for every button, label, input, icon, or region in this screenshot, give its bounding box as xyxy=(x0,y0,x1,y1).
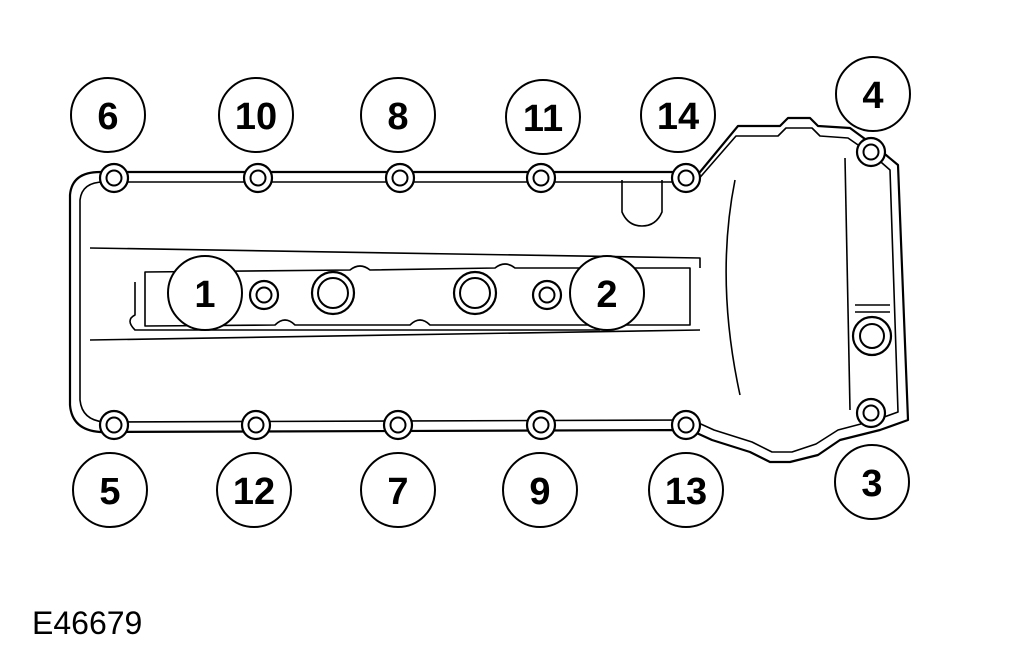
bolt-head xyxy=(538,286,556,304)
callout-1: 1 xyxy=(167,255,243,331)
callout-12: 12 xyxy=(216,452,292,528)
callout-label: 8 xyxy=(387,96,408,138)
callout-circle xyxy=(640,77,716,153)
bolt-head xyxy=(249,169,267,187)
callout-label: 4 xyxy=(862,75,883,117)
callout-circle xyxy=(569,255,645,331)
callout-circle xyxy=(216,452,292,528)
callout-11: 11 xyxy=(505,79,581,155)
cam-channel xyxy=(144,263,691,327)
bolt-head xyxy=(532,416,550,434)
spark-plug-hole-right-inner xyxy=(459,277,491,309)
bolt-head xyxy=(862,143,880,161)
callout-label: 12 xyxy=(233,471,275,513)
cam-channel-inner xyxy=(129,282,600,331)
bolt-group xyxy=(98,136,887,441)
end-housing-curve xyxy=(725,179,741,396)
callout-circle xyxy=(502,452,578,528)
callout-5: 5 xyxy=(72,452,148,528)
callout-circle xyxy=(167,255,243,331)
bolt-head xyxy=(532,169,550,187)
bolt-head xyxy=(862,404,880,422)
callout-circle xyxy=(70,77,146,153)
bolt-head xyxy=(255,286,273,304)
callout-label: 6 xyxy=(97,96,118,138)
bolt-head xyxy=(389,416,407,434)
callout-circle xyxy=(505,79,581,155)
callout-9: 9 xyxy=(502,452,578,528)
callout-label: 10 xyxy=(235,96,277,138)
callout-label: 9 xyxy=(529,471,550,513)
callout-8: 8 xyxy=(360,77,436,153)
bolt-head xyxy=(105,416,123,434)
spark-plug-hole-left-inner xyxy=(317,277,349,309)
callout-7: 7 xyxy=(360,452,436,528)
callout-label: 11 xyxy=(523,98,563,140)
callout-circle xyxy=(834,444,910,520)
cover-outline-outer xyxy=(68,116,910,464)
callout-14: 14 xyxy=(640,77,716,153)
callout-3: 3 xyxy=(834,444,910,520)
callout-label: 14 xyxy=(657,96,699,138)
figure-reference-code: E46679 xyxy=(32,605,143,641)
callout-label: 13 xyxy=(665,471,707,513)
callout-label: 1 xyxy=(194,274,215,316)
callout-4: 4 xyxy=(835,56,911,132)
inlet-notch xyxy=(621,180,663,227)
callout-13: 13 xyxy=(648,452,724,528)
bolt-head xyxy=(677,169,695,187)
oil-filler-lines xyxy=(855,304,890,313)
bolt-head xyxy=(391,169,409,187)
callout-circle xyxy=(72,452,148,528)
callout-label: 2 xyxy=(596,274,617,316)
bolt-head xyxy=(105,169,123,187)
cover-rib-lower xyxy=(89,329,701,341)
callout-label: 3 xyxy=(861,463,882,505)
callout-circle xyxy=(360,77,436,153)
callout-6: 6 xyxy=(70,77,146,153)
oil-filler-cap-inner xyxy=(859,323,885,349)
cover-rib-upper xyxy=(89,247,701,268)
bolt-head xyxy=(247,416,265,434)
callout-2: 2 xyxy=(569,255,645,331)
callout-label: 7 xyxy=(387,471,408,513)
callout-circle xyxy=(218,77,294,153)
callout-10: 10 xyxy=(218,77,294,153)
end-housing-wall xyxy=(844,157,851,411)
bolt-head xyxy=(677,416,695,434)
callout-label: 5 xyxy=(99,471,120,513)
callout-circle xyxy=(648,452,724,528)
callout-circle xyxy=(360,452,436,528)
callout-circle xyxy=(835,56,911,132)
